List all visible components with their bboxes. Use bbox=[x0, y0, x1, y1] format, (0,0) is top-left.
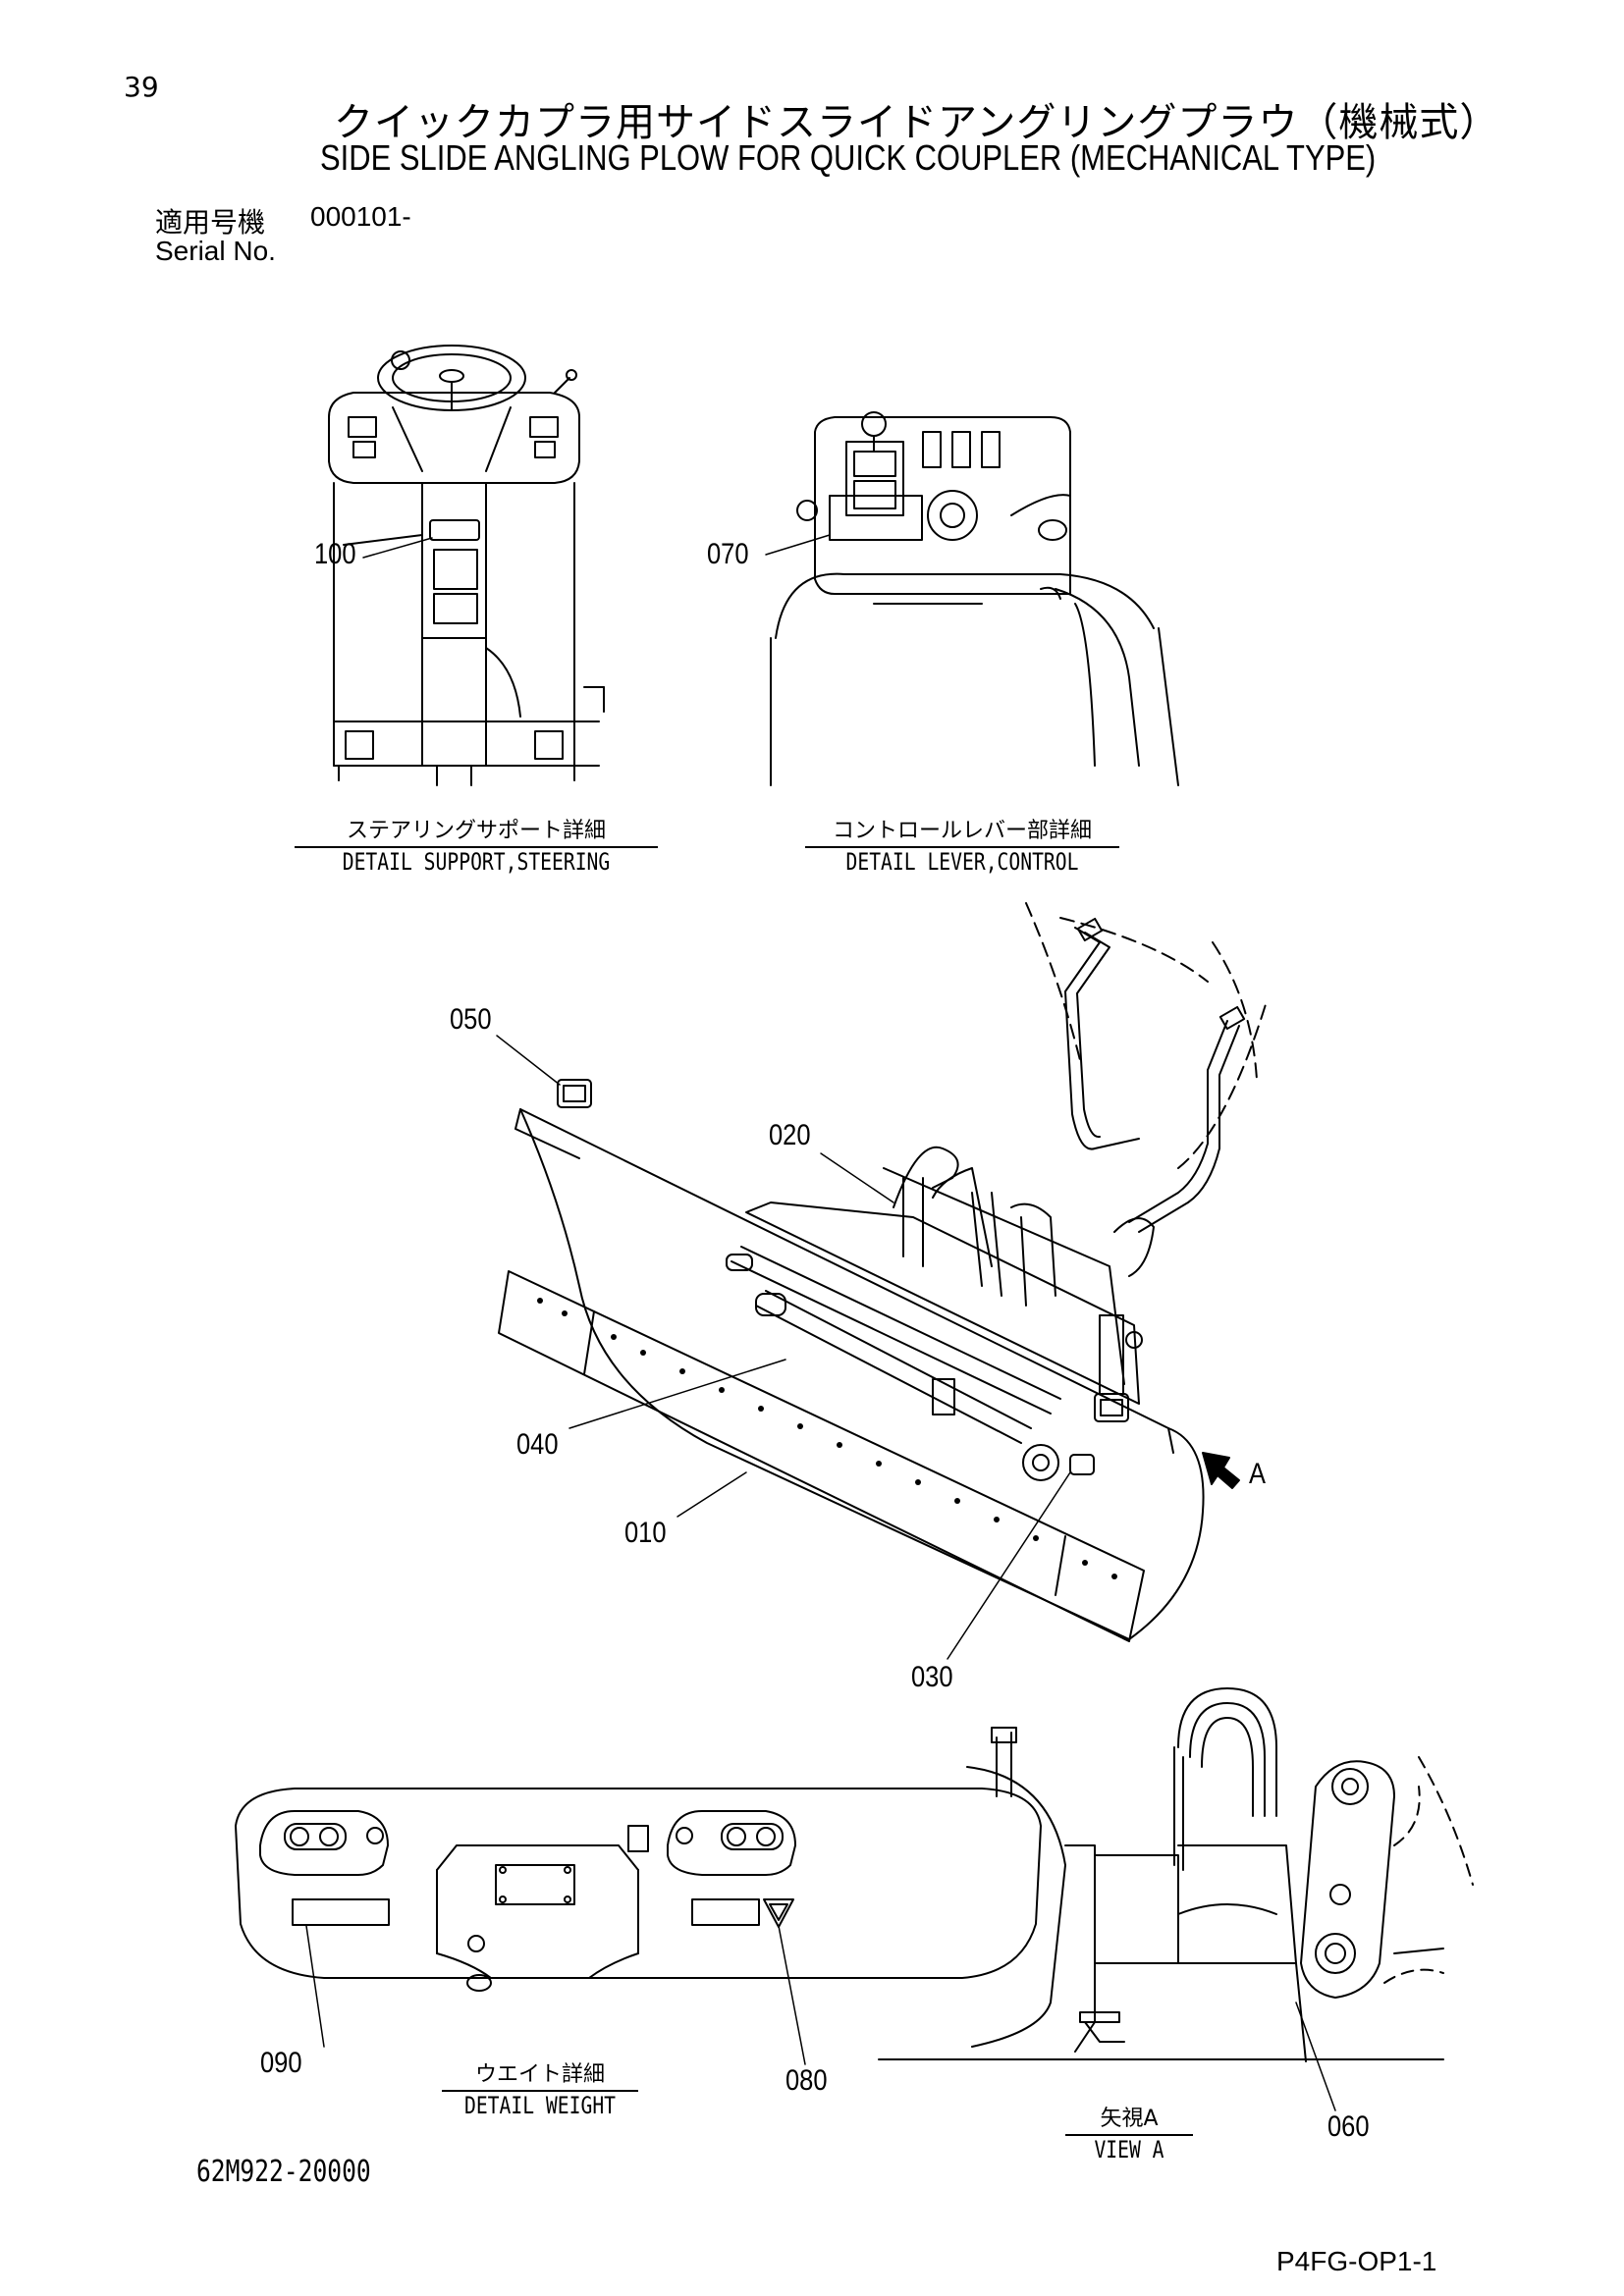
callout-100: 100 bbox=[314, 538, 356, 570]
callout-leader-lines bbox=[305, 534, 1336, 2111]
steering-support-illustration bbox=[328, 345, 605, 786]
title-english: SIDE SLIDE ANGLING PLOW FOR QUICK COUPLE… bbox=[320, 137, 1377, 178]
view-a-illustration bbox=[878, 1687, 1474, 2062]
caption-view-a: 矢視A VIEW A bbox=[1065, 2101, 1193, 2163]
callout-050: 050 bbox=[450, 1003, 492, 1036]
arrow-a-label: A bbox=[1249, 1458, 1267, 1490]
callout-030: 030 bbox=[911, 1661, 953, 1693]
caption-lever-en: DETAIL LEVER,CONTROL bbox=[845, 848, 1079, 876]
callout-060: 060 bbox=[1327, 2110, 1370, 2143]
callout-070: 070 bbox=[707, 538, 749, 570]
caption-weight-en: DETAIL WEIGHT bbox=[463, 2092, 617, 2119]
caption-steering-en: DETAIL SUPPORT,STEERING bbox=[342, 848, 611, 876]
drawing-number: 62M922-20000 bbox=[196, 2155, 371, 2189]
serial-label-jp: 適用号機 bbox=[155, 206, 266, 239]
caption-weight-jp: ウエイト詳細 bbox=[442, 2056, 638, 2092]
plow-assembly-illustration bbox=[498, 902, 1268, 1642]
caption-lever: コントロールレバー部詳細 DETAIL LEVER,CONTROL bbox=[805, 813, 1119, 876]
serial-label-en: Serial No. bbox=[155, 236, 276, 266]
page-number: 39 bbox=[124, 71, 159, 103]
callout-020: 020 bbox=[769, 1119, 811, 1151]
caption-weight: ウエイト詳細 DETAIL WEIGHT bbox=[442, 2056, 638, 2119]
callout-040: 040 bbox=[516, 1428, 559, 1461]
weight-illustration bbox=[235, 1788, 1042, 1992]
control-lever-illustration bbox=[770, 411, 1179, 786]
caption-steering: ステアリングサポート詳細 DETAIL SUPPORT,STEERING bbox=[295, 813, 658, 876]
page-code: P4FG-OP1-1 bbox=[1276, 2246, 1437, 2276]
callout-090: 090 bbox=[260, 2047, 302, 2079]
serial-value: 000101- bbox=[310, 201, 411, 232]
caption-steering-jp: ステアリングサポート詳細 bbox=[295, 813, 658, 848]
callout-010: 010 bbox=[624, 1517, 667, 1549]
callout-080: 080 bbox=[785, 2064, 828, 2097]
caption-lever-jp: コントロールレバー部詳細 bbox=[805, 813, 1119, 848]
title-japanese: クイックカプラ用サイドスライドアングリングプラウ（機械式） bbox=[334, 100, 1500, 145]
caption-view-a-jp: 矢視A bbox=[1065, 2101, 1193, 2136]
caption-view-a-en: VIEW A bbox=[1094, 2136, 1164, 2163]
